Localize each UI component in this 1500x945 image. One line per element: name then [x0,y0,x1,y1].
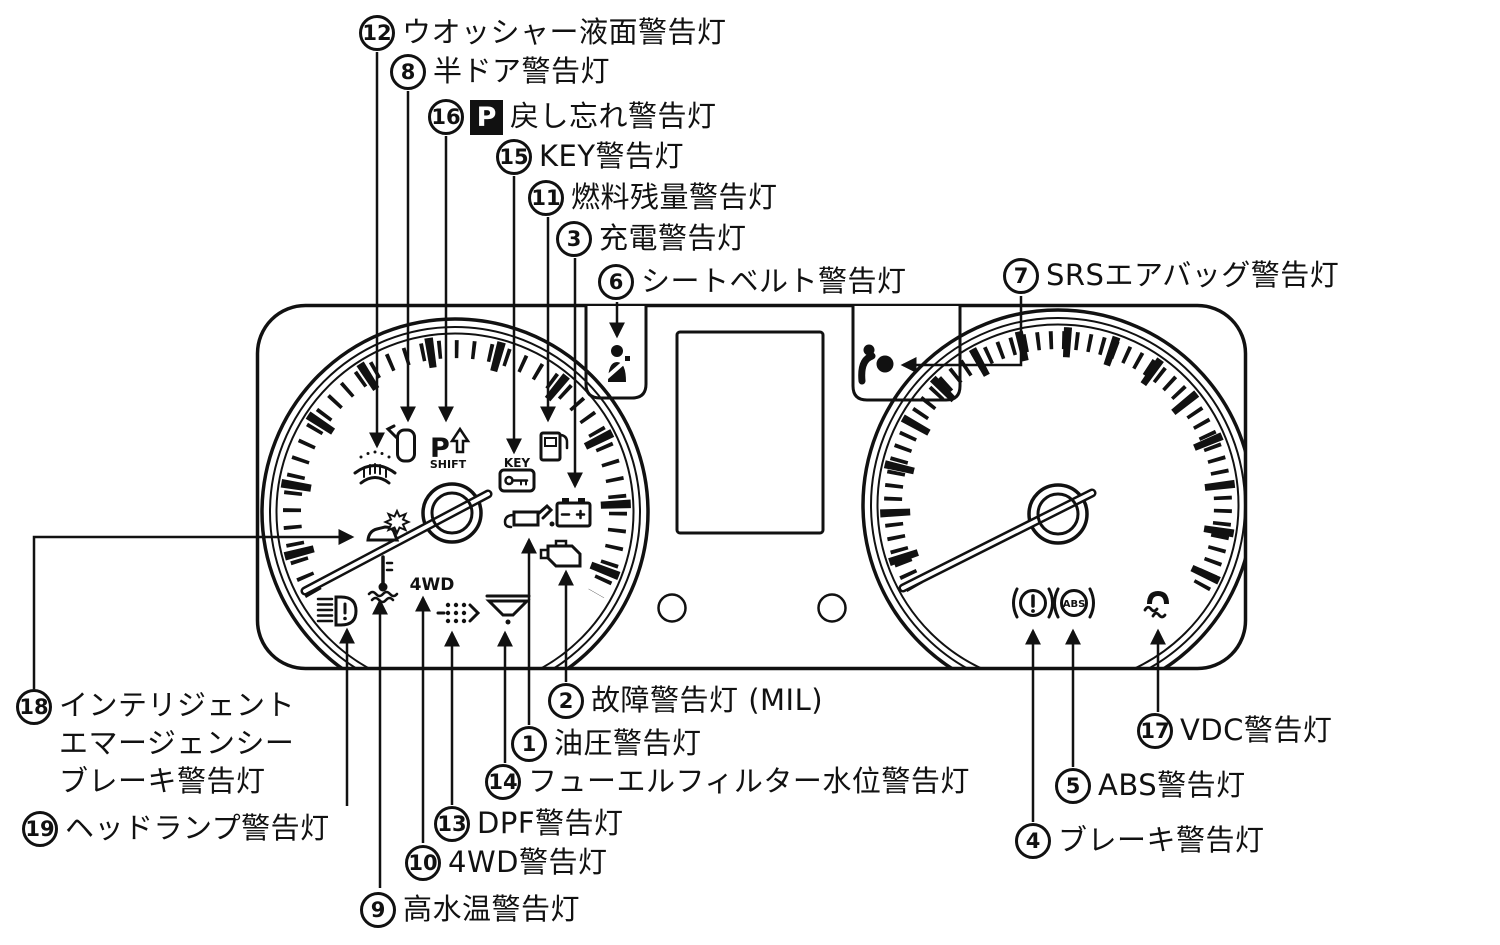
label-number: 3 [556,221,592,257]
label-text: 高水温警告灯 [403,892,581,927]
4wd-indicator-text: 4WD [410,575,455,595]
label-number: 15 [496,139,532,175]
label-text: 4WD警告灯 [448,845,608,880]
label-text: フューエルフィルター水位警告灯 [528,764,970,799]
right-gauge [861,308,1247,669]
label-number: 2 [548,683,584,719]
label-number: 11 [528,180,564,216]
battery-charge-icon [555,498,592,528]
oil-pressure-icon [503,503,555,529]
airbag-tab [851,306,962,402]
cluster-outline [255,303,1248,671]
label-text: 半ドア警告灯 [433,54,611,89]
label-text: 燃料残量警告灯 [571,180,778,215]
label-text: ブレーキ警告灯 [1058,823,1265,858]
label-text: 故障警告灯 (MIL) [591,683,824,718]
engine-mil-icon [539,539,582,568]
srs-airbag-icon [858,344,894,385]
fuel-filter-water-icon [485,594,531,625]
leader-lines [32,52,1166,888]
svg-text:P: P [430,433,450,464]
label-number: 1 [511,726,547,762]
dpf-warning-icon [436,602,481,624]
washer-fluid-icon [353,450,397,485]
label-number: 12 [359,15,395,51]
right-knob [817,593,847,623]
label-text: ABS警告灯 [1098,768,1246,803]
label-text: 油圧警告灯 [554,726,702,761]
label-text: 戻し忘れ警告灯 [510,99,717,134]
fuel-level-icon [539,431,569,462]
label-text: シートベルト警告灯 [641,264,907,299]
right-gauge-needle [898,488,1097,593]
label-text: インテリジェント エマージェンシー ブレーキ警告灯 [59,688,296,798]
left-knob [657,593,687,623]
abs-warning-icon: ABS [1053,587,1095,619]
shift-p-warning-icon: P SHIFT [430,426,471,471]
label-number: 18 [16,689,52,725]
leader-18 [32,529,355,689]
label-number: 8 [390,54,426,90]
forward-collision-icon [366,508,411,542]
p-badge-icon: P [470,99,503,135]
center-display [675,330,825,535]
svg-text:SHIFT: SHIFT [430,458,467,471]
label-text: SRSエアバッグ警告灯 [1046,258,1340,293]
svg-text:KEY: KEY [504,456,530,470]
leader-7 [900,296,1023,373]
vdc-warning-icon [1143,591,1169,619]
label-number: 19 [22,811,58,847]
key-warning-icon: KEY [498,456,536,493]
label-text: DPF警告灯 [477,806,624,841]
left-gauge-needle [300,489,493,596]
svg-text:ABS: ABS [1063,599,1086,610]
seatbelt-icon [603,345,632,382]
brake-warning-icon [1012,587,1054,619]
label-text: KEY警告灯 [539,139,685,174]
high-water-temp-icon [367,555,399,604]
headlamp-warning-icon [316,595,358,627]
label-number: 6 [598,264,634,300]
svg-text:4WD: 4WD [410,575,455,595]
right-gauge-major-ticks [880,327,1236,594]
label-number: 10 [405,845,441,881]
label-number: 4 [1015,823,1051,859]
door-ajar-icon [385,424,416,463]
label-text: ヘッドランプ警告灯 [65,811,330,846]
label-number: 5 [1055,768,1091,804]
label-number: 7 [1003,258,1039,294]
label-text: ウオッシャー液面警告灯 [402,15,727,50]
label-text: 充電警告灯 [599,221,747,256]
label-number: 14 [485,764,521,800]
label-number: 16 [428,99,464,135]
label-number: 9 [360,892,396,928]
label-number: 13 [434,806,470,842]
label-number: 17 [1137,713,1173,749]
left-gauge [260,317,650,669]
label-text: VDC警告灯 [1180,713,1333,748]
